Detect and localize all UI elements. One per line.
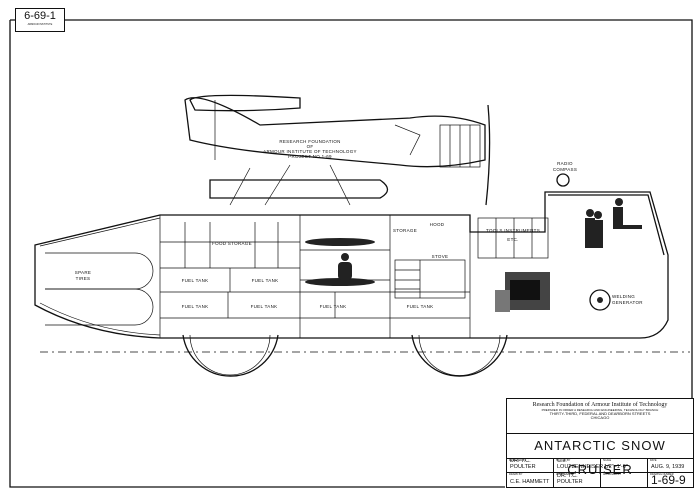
airplane-label: ARMOUR INSTITUTE OF TECHNOLOGY bbox=[263, 149, 357, 154]
crew-figures bbox=[305, 198, 642, 286]
field-value: AUG. 9, 1939 bbox=[651, 464, 685, 470]
sheet-border bbox=[10, 19, 693, 487]
fuel-tank-label: FUEL TANK bbox=[182, 304, 209, 309]
tools-instruments-label: TOOLS INSTRUMENTS bbox=[486, 228, 540, 233]
etc-label: ETC. bbox=[507, 237, 518, 242]
organization: Research Foundation of Armour Institute … bbox=[532, 402, 668, 408]
airplane: RESEARCH FOUNDATION OF ARMOUR INSTITUTE … bbox=[184, 94, 491, 206]
spare-tires bbox=[45, 252, 154, 326]
title-block: Research Foundation of Armour Institute … bbox=[506, 398, 694, 488]
field-value: C.J. LOUTZENHEISER bbox=[557, 458, 604, 470]
field-value: DR. T.C. POULTER bbox=[557, 473, 583, 485]
food-storage-label: FOOD STORAGE bbox=[212, 241, 252, 246]
spare-tires-label: SPARE bbox=[75, 270, 91, 275]
fuel-tank-label: FUEL TANK bbox=[407, 304, 434, 309]
fuel-tank-label: FUEL TANK bbox=[252, 278, 279, 283]
hull bbox=[34, 173, 669, 339]
field-value: 1/2"=1'-0" bbox=[604, 464, 628, 470]
sheet-caption: ARMOUR INSTITUTE bbox=[27, 23, 53, 26]
sheet-border-left bbox=[9, 20, 505, 488]
fuel-tank-label: FUEL TANK bbox=[251, 304, 278, 309]
field-value: C.E. HAMMETT bbox=[510, 479, 550, 485]
scale-cell: SCALE 1/2"=1'-0" bbox=[601, 459, 648, 473]
engine bbox=[495, 272, 550, 312]
radio-compass-label: COMPASS bbox=[553, 167, 577, 172]
storage-label: STORAGE bbox=[393, 228, 417, 233]
field-key: SCALE bbox=[603, 459, 612, 462]
city: CHICAGO bbox=[590, 415, 610, 420]
hood-label: HOOD bbox=[430, 222, 445, 227]
float bbox=[209, 179, 389, 199]
checked-cell: APPROVED BY bbox=[601, 473, 648, 487]
field-key: APPROVED BY bbox=[556, 473, 574, 476]
propeller bbox=[485, 104, 491, 206]
subline: PREPARED IN ORDER A RESEARCH AND ENGINEE… bbox=[541, 408, 659, 412]
airplane-label: RESEARCH FOUNDATION bbox=[279, 139, 340, 144]
radio-compass bbox=[556, 173, 570, 187]
field-key: DATE bbox=[650, 459, 657, 462]
spare-tires-label: TIRES bbox=[76, 276, 91, 281]
field-key: DESIGNED BY bbox=[509, 459, 527, 462]
drawing-title: ANTARCTIC SNOW CRUISER bbox=[507, 434, 693, 477]
welding-generator bbox=[589, 289, 611, 311]
date-cell: DATE AUG. 9, 1939 bbox=[648, 459, 693, 473]
field-value: DR. T.C. POULTER bbox=[510, 458, 536, 470]
stove-label: STOVE bbox=[432, 254, 449, 259]
welding-generator-label: GENERATOR bbox=[612, 300, 643, 305]
welding-generator-label: WELDING bbox=[612, 294, 635, 299]
drawn-by-cell: DRAWN BY C.E. HAMMETT bbox=[507, 473, 554, 487]
field-key: DRAWN BY bbox=[509, 473, 523, 476]
airplane-label: OF bbox=[307, 144, 314, 149]
drawing-number: 1-69-9 bbox=[651, 473, 686, 487]
rear-wheel bbox=[182, 334, 279, 377]
address: THIRTY-THIRD, FEDERAL AND DEARBORN STREE… bbox=[549, 411, 651, 416]
front-wheel bbox=[411, 334, 508, 377]
radio-compass-label: RADIO bbox=[557, 161, 573, 166]
airplane-label: PROJECT NO 1-69 bbox=[288, 154, 332, 159]
fuel-tank-label: FUEL TANK bbox=[320, 304, 347, 309]
field-key: APPROVED BY bbox=[603, 473, 621, 476]
sheet-number-stamp: 6-69-1 ARMOUR INSTITUTE bbox=[15, 8, 65, 32]
sheet-number: 6-69-1 bbox=[24, 10, 56, 22]
fuel-tank-label: FUEL TANK bbox=[182, 278, 209, 283]
field-key: DRAWING NUMBER bbox=[650, 473, 674, 476]
field-key: TRACED BY bbox=[556, 459, 571, 462]
